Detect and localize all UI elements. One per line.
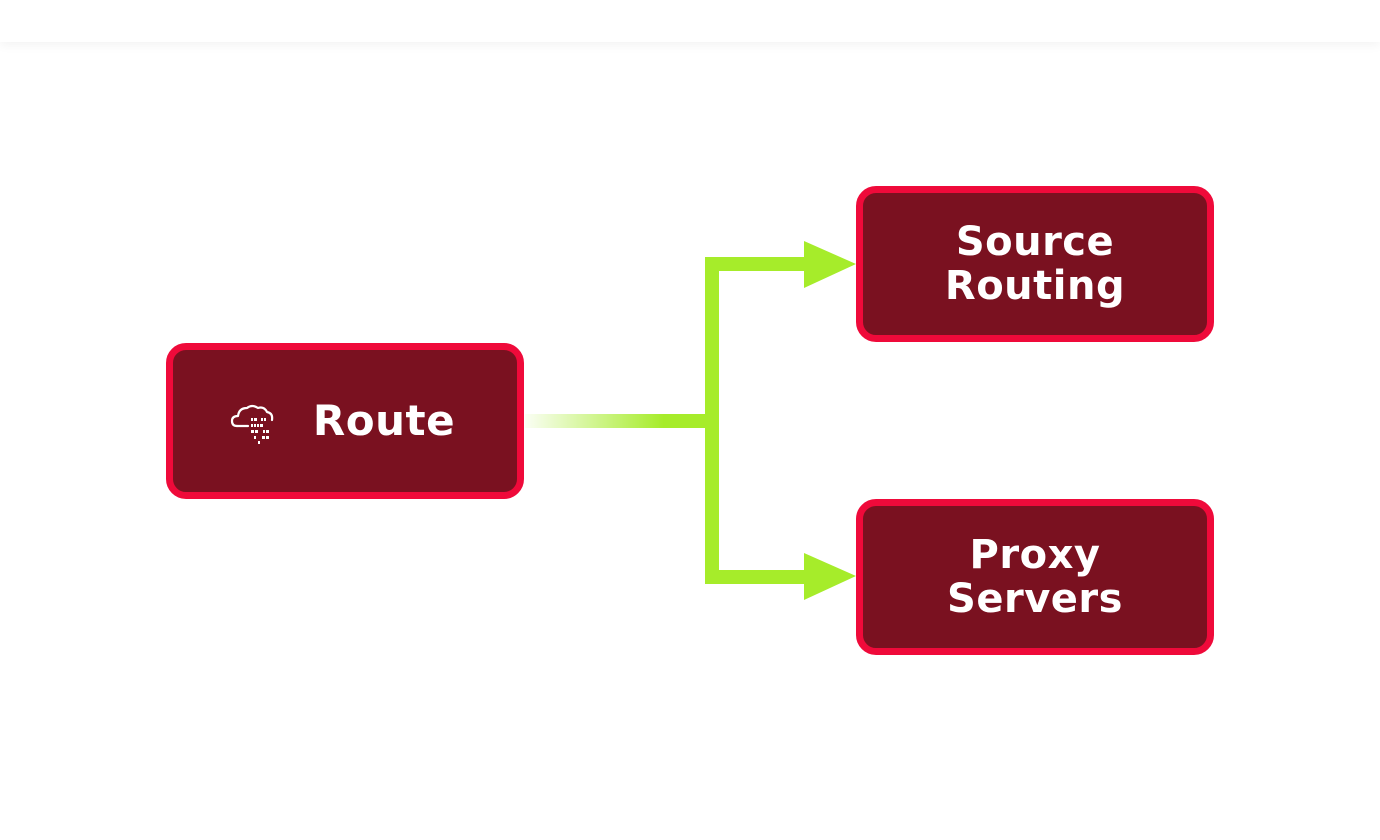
node-proxy-servers-line2: Servers <box>947 576 1123 622</box>
node-source-routing-line1: Source <box>955 219 1115 265</box>
node-proxy-servers-line1: Proxy <box>969 532 1101 578</box>
connector-branch-proxy-servers <box>705 570 809 584</box>
cloud-data-icon <box>229 396 279 446</box>
node-route[interactable]: Route <box>166 343 524 499</box>
connector-trunk <box>705 257 719 584</box>
arrowhead-source-routing <box>804 241 856 288</box>
connector-branch-source-routing <box>705 257 809 271</box>
arrowhead-proxy-servers <box>804 553 856 600</box>
connector-stem <box>525 414 715 428</box>
node-source-routing[interactable]: Source Routing <box>856 186 1214 342</box>
node-route-label: Route <box>312 396 456 445</box>
top-bar <box>0 0 1380 42</box>
node-source-routing-line2: Routing <box>944 263 1126 309</box>
node-proxy-servers[interactable]: Proxy Servers <box>856 499 1214 655</box>
